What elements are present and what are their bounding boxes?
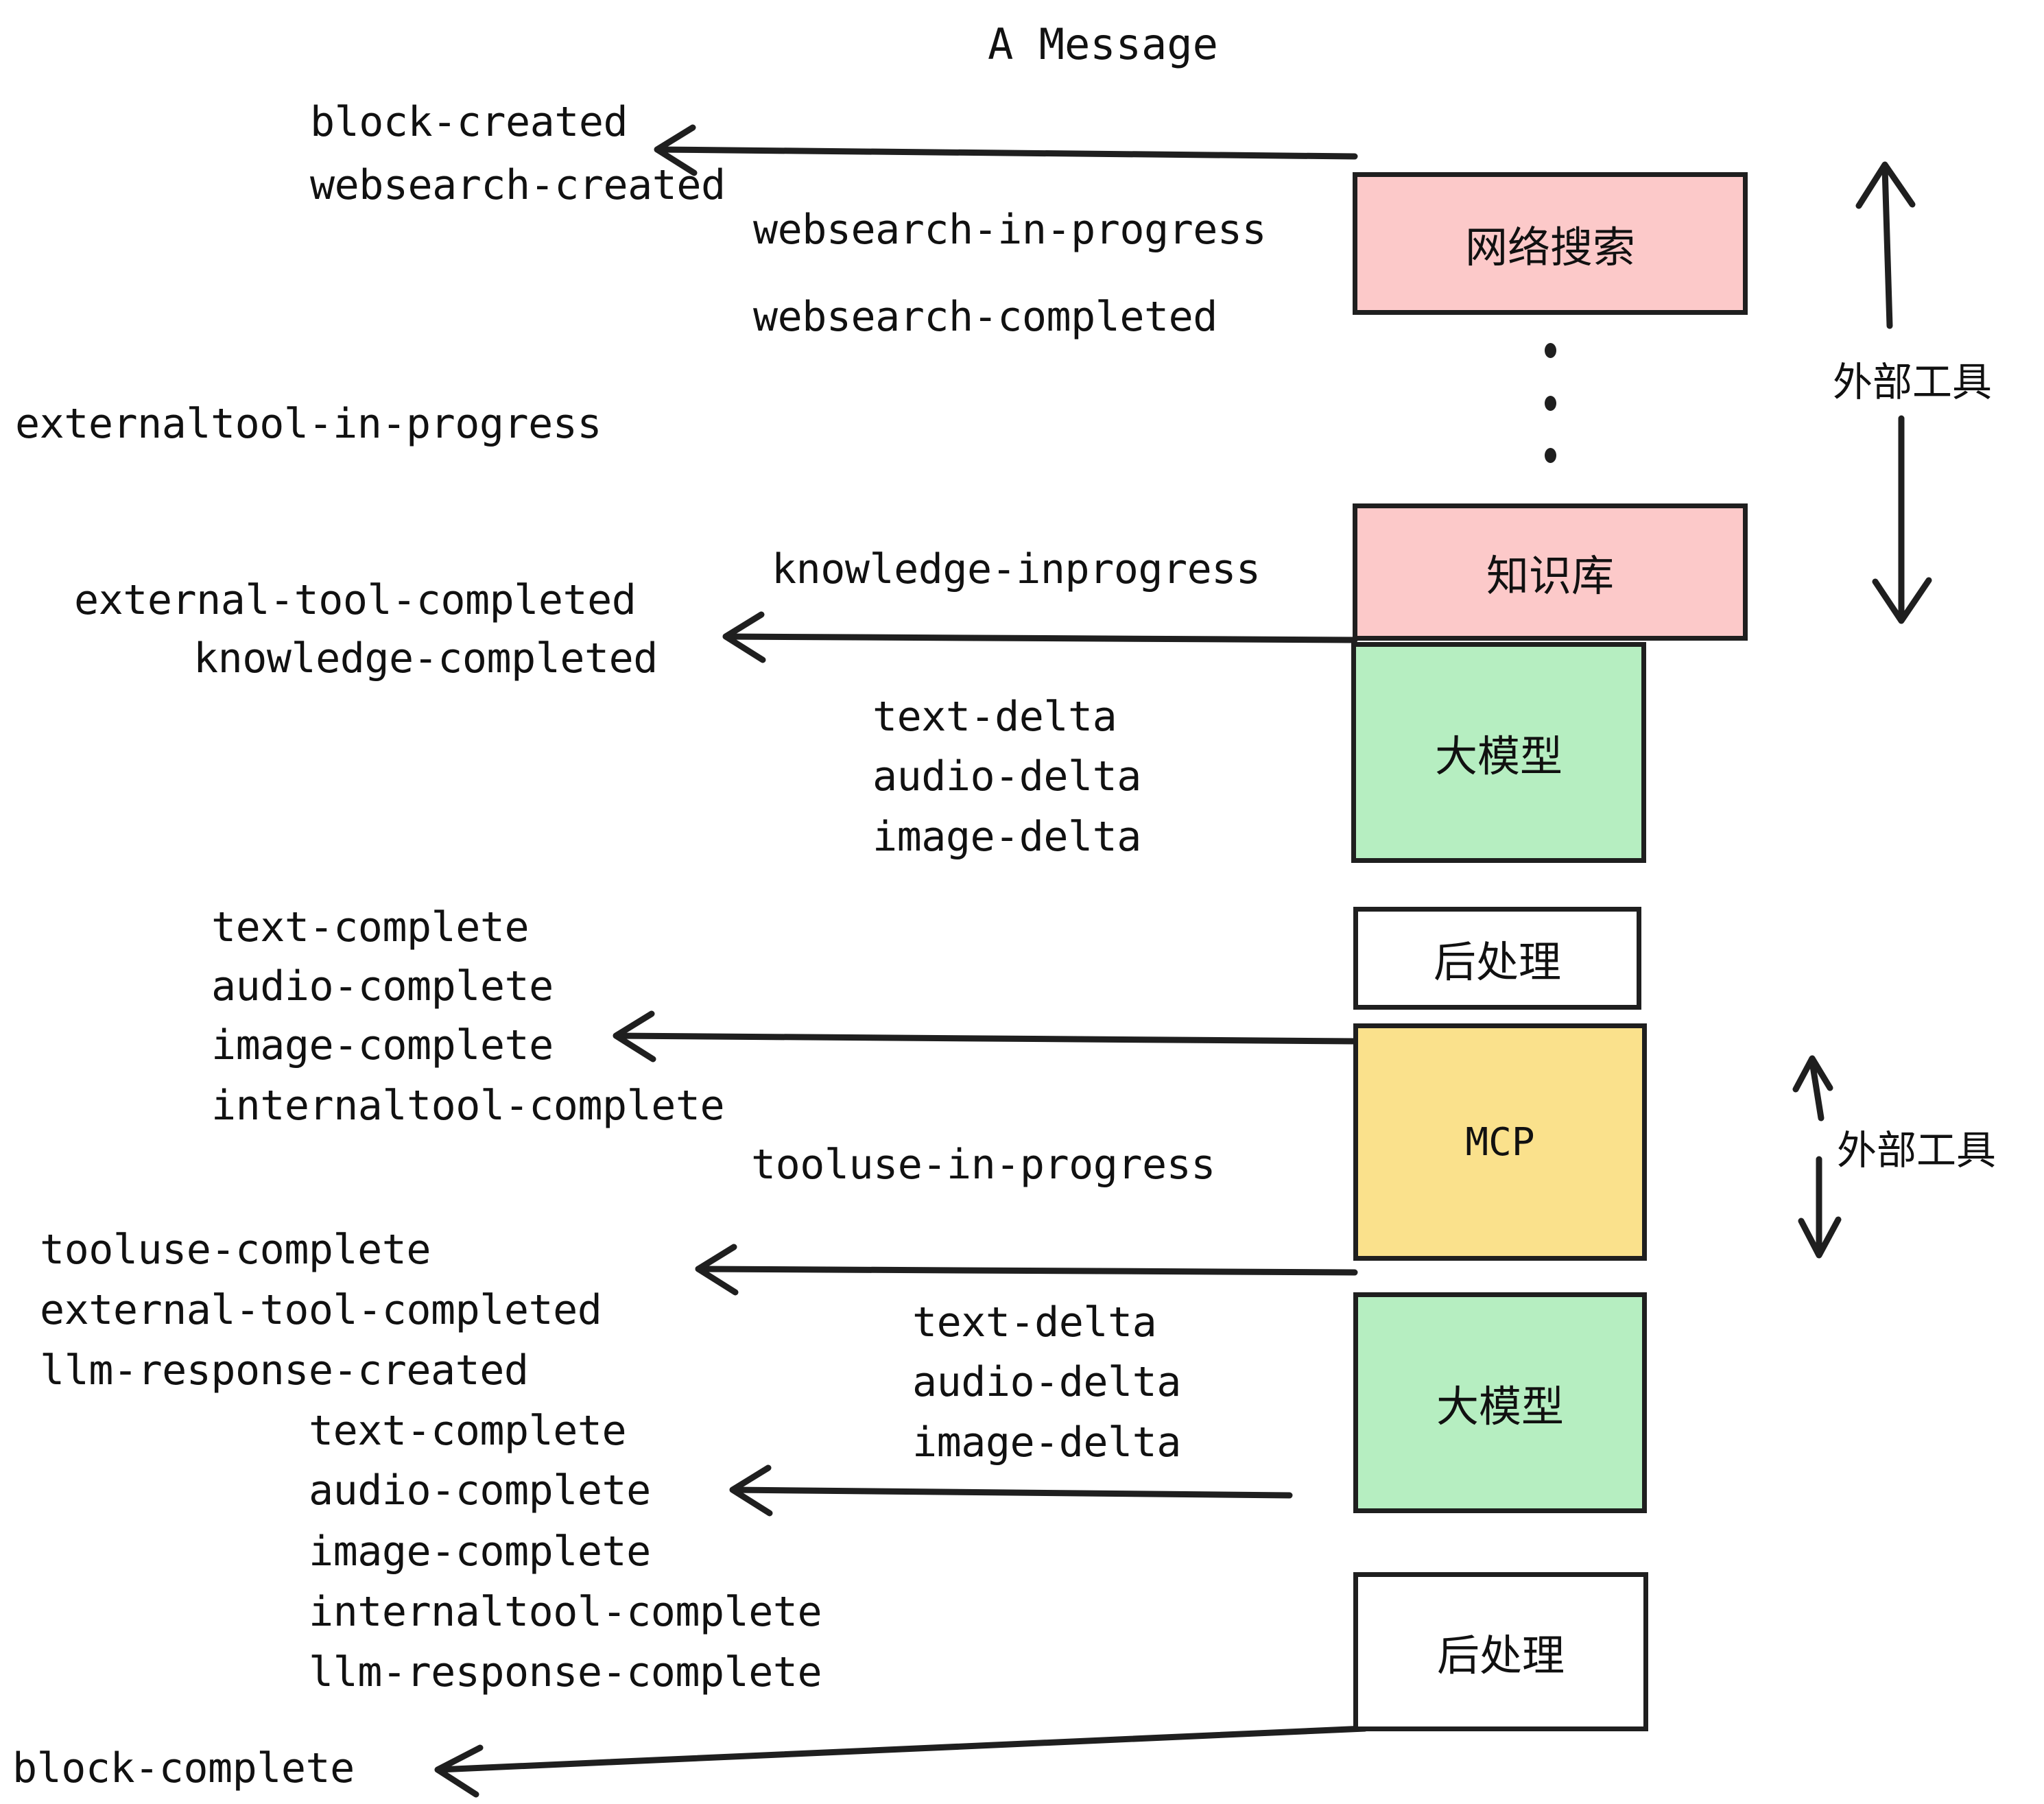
event-image-delta-2: image-delta	[912, 1419, 1181, 1467]
node-knowledge[interactable]: 知识库	[1353, 503, 1748, 641]
external-tools-bottom-label: 外部工具	[1837, 1127, 1997, 1174]
event-external-tool-completed-1: external-tool-completed	[74, 576, 637, 624]
node-llm-top[interactable]: 大模型	[1351, 642, 1646, 863]
event-audio-complete-2: audio-complete	[309, 1467, 651, 1515]
event-internaltool-complete-1: internaltool-complete	[211, 1082, 725, 1130]
arrow-llm-bottom-to-left	[729, 1464, 1293, 1517]
arrow-postprocess-bottom-to-left	[434, 1725, 1368, 1798]
vertical-ellipsis-icon	[1543, 343, 1557, 463]
node-postprocess-bottom[interactable]: 后处理	[1353, 1572, 1648, 1731]
node-mcp[interactable]: MCP	[1353, 1023, 1647, 1261]
event-llm-response-created: llm-response-created	[40, 1346, 529, 1394]
event-image-complete-1: image-complete	[211, 1021, 554, 1069]
event-image-delta-1: image-delta	[872, 813, 1141, 861]
event-audio-delta-2: audio-delta	[912, 1358, 1181, 1406]
event-audio-complete-1: audio-complete	[211, 962, 554, 1010]
event-text-delta-1: text-delta	[872, 693, 1117, 741]
event-text-complete-1: text-complete	[211, 903, 530, 951]
event-block-complete: block-complete	[12, 1744, 355, 1792]
event-text-delta-2: text-delta	[912, 1298, 1157, 1346]
event-text-complete-2: text-complete	[309, 1407, 627, 1455]
external-tools-bottom-bracket	[1792, 1055, 1842, 1259]
event-websearch-created: websearch-created	[310, 161, 726, 209]
external-tools-top-label: 外部工具	[1833, 359, 1993, 405]
node-postprocess-top[interactable]: 后处理	[1353, 907, 1641, 1010]
event-tooluse-in-progress: tooluse-in-progress	[751, 1141, 1215, 1189]
event-knowledge-completed: knowledge-completed	[193, 634, 658, 683]
node-llm-bottom[interactable]: 大模型	[1353, 1292, 1647, 1513]
event-websearch-in-progress: websearch-in-progress	[753, 206, 1267, 254]
event-image-complete-2: image-complete	[309, 1528, 651, 1576]
event-external-tool-completed-2: external-tool-completed	[40, 1286, 602, 1334]
event-audio-delta-1: audio-delta	[872, 752, 1141, 800]
event-block-created: block-created	[310, 98, 628, 146]
arrow-postprocess-top-to-left	[613, 1010, 1358, 1063]
event-llm-response-complete: llm-response-complete	[309, 1648, 822, 1696]
event-internaltool-complete-2: internaltool-complete	[309, 1588, 822, 1636]
event-externaltool-in-progress: externaltool-in-progress	[15, 400, 602, 448]
diagram-title: A Message	[988, 19, 1218, 69]
event-tooluse-complete: tooluse-complete	[40, 1226, 431, 1274]
arrow-knowledge-to-left	[722, 611, 1358, 663]
arrow-websearch-to-left	[654, 124, 1358, 176]
event-knowledge-inprogress: knowledge-inprogress	[772, 545, 1261, 593]
event-websearch-completed: websearch-completed	[753, 293, 1217, 341]
node-websearch[interactable]: 网络搜索	[1353, 172, 1748, 315]
arrow-mcp-to-left	[695, 1244, 1358, 1296]
